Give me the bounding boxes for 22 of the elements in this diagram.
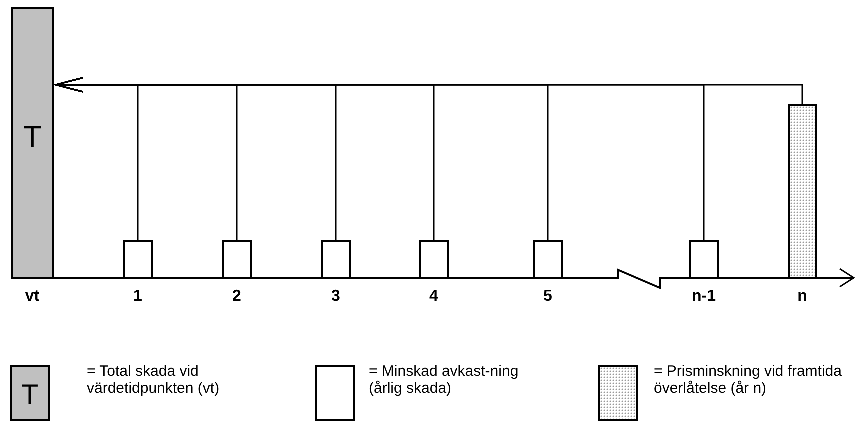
bar-label: T [22, 121, 43, 155]
time-label: 1 [134, 288, 142, 306]
price-reduction-bar [788, 104, 817, 279]
time-label: 4 [430, 288, 438, 306]
annual-damage-box [689, 240, 719, 279]
time-label: 5 [544, 288, 552, 306]
time-label: 3 [332, 288, 340, 306]
total-damage-bar [11, 7, 54, 279]
annual-damage-box [533, 240, 563, 279]
legend-text: = Minskad avkast-ning (årlig skada) [369, 363, 520, 399]
annual-damage-box [222, 240, 252, 279]
time-label: vt [25, 288, 40, 306]
legend-text: = Prisminskning vid framtida överlåtelse (år n) [654, 363, 843, 399]
time-label: n-1 [692, 288, 716, 306]
annual-damage-box [321, 240, 351, 279]
swatch-label: T [20, 379, 40, 411]
legend-text: = Total skada vid värdetidpunkten (vt) [87, 363, 221, 399]
connector-arrow [55, 77, 804, 104]
time-label: n [798, 288, 808, 306]
annual-damage-box [123, 240, 153, 279]
time-label: 2 [232, 288, 242, 306]
annual-damage-box [419, 240, 449, 279]
